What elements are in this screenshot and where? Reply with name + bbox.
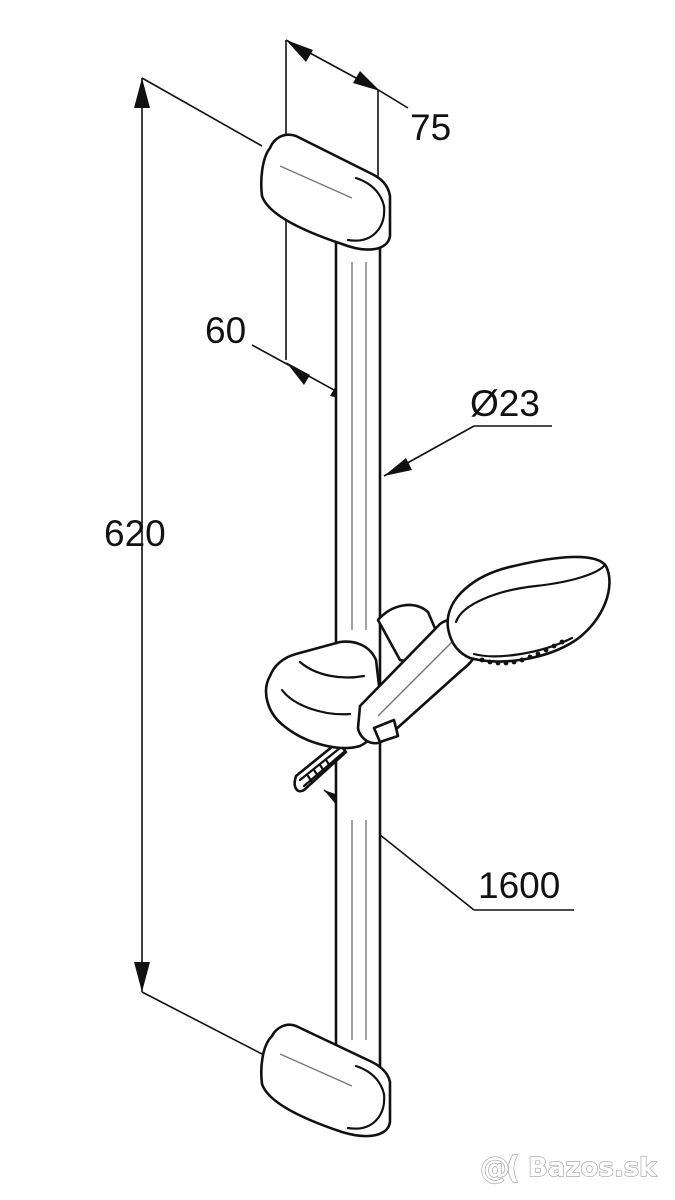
bottom-bracket <box>260 1023 392 1138</box>
dimension-620 <box>134 77 263 1055</box>
watermark-text: Bazos.sk <box>528 1153 657 1183</box>
label-60: 60 <box>205 310 246 351</box>
label-1600: 1600 <box>478 865 560 906</box>
watermark-at-icon: @ <box>480 1151 510 1186</box>
nozzle-dots <box>479 639 565 666</box>
dimension-75 <box>285 39 409 360</box>
label-diameter: Ø23 <box>470 383 540 424</box>
dimension-diameter <box>383 425 552 477</box>
label-620: 620 <box>104 513 166 554</box>
adjust-screw <box>293 740 348 793</box>
svg-text:(: ( <box>506 1151 520 1186</box>
hand-shower <box>356 555 611 745</box>
top-bracket <box>259 133 392 251</box>
watermark: @ ( Bazos.sk <box>479 1150 657 1186</box>
label-75: 75 <box>410 107 451 148</box>
